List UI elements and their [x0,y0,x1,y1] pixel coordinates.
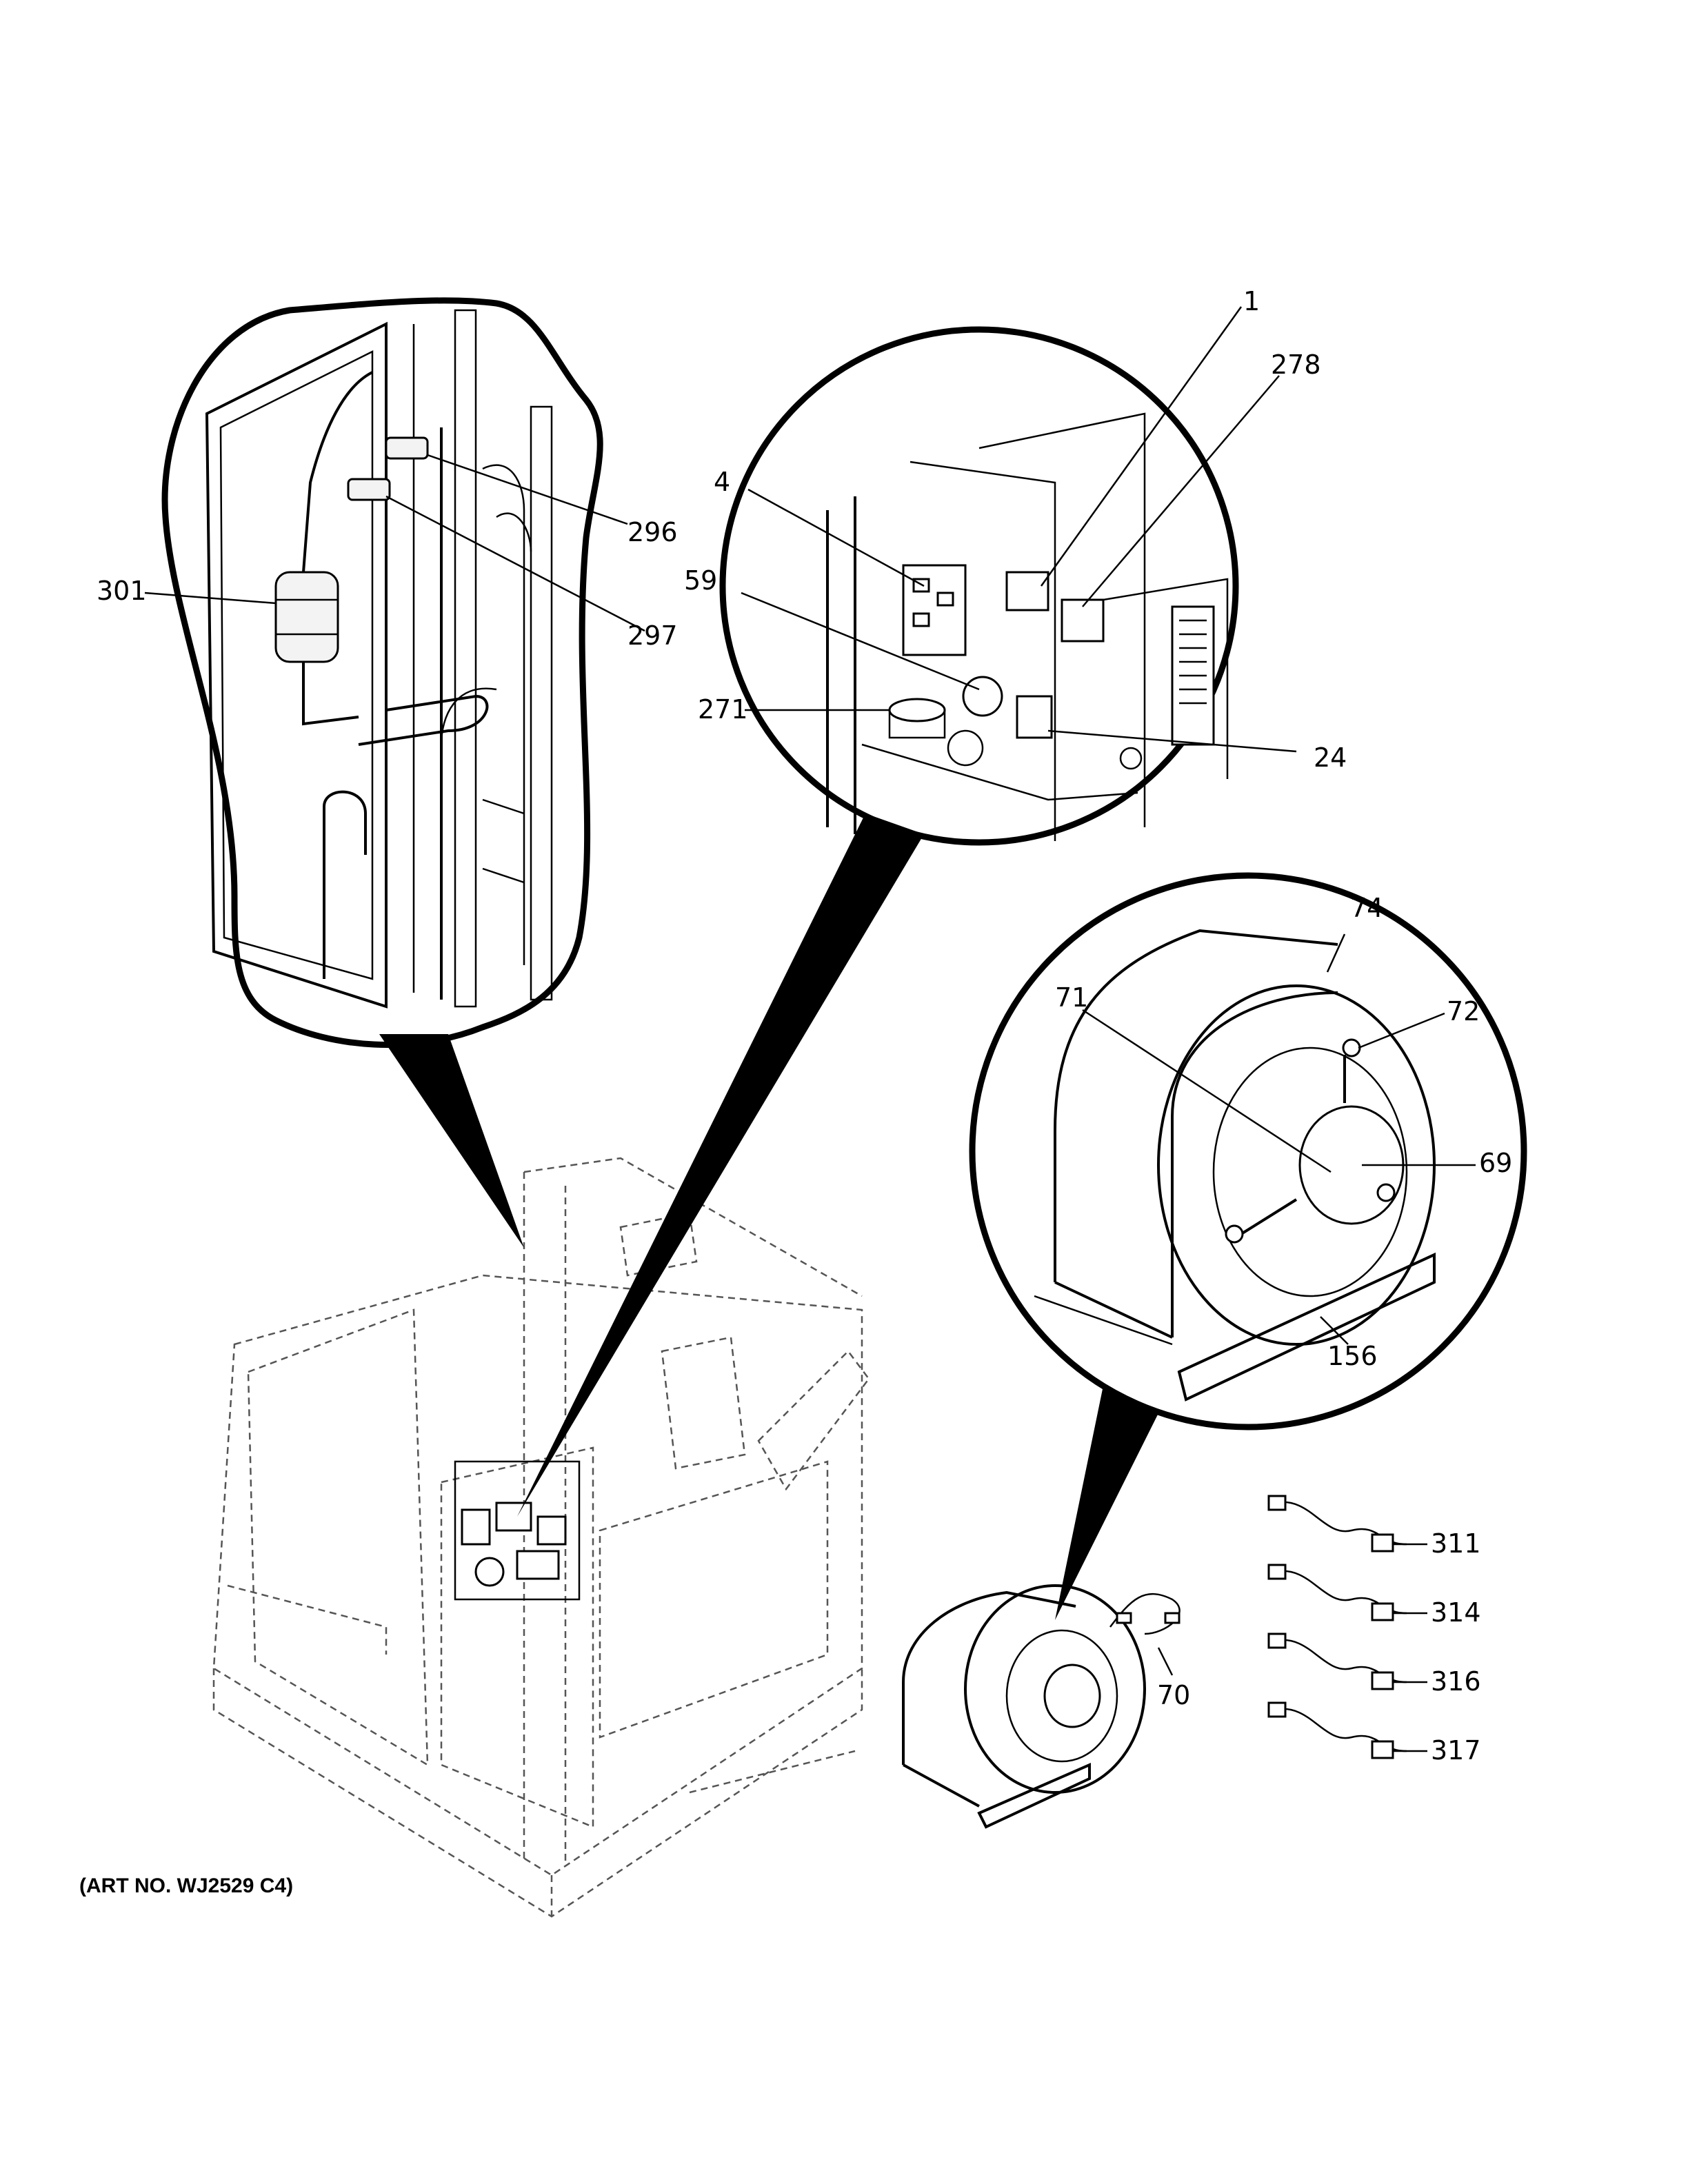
control-box-small [454,1460,581,1601]
wire-harness-set [1267,1495,1407,1759]
callout-24: 24 [1314,742,1347,773]
callout-296: 296 [627,517,678,547]
blower-assembly-small [902,1584,1146,1829]
callout-4: 4 [714,467,730,497]
callout-271: 271 [698,694,748,725]
callout-316: 316 [1431,1666,1481,1697]
harness-316 [1267,1632,1407,1690]
callout-156: 156 [1327,1341,1378,1371]
callout-301: 301 [97,576,147,606]
callout-74: 74 [1350,893,1383,923]
pointer-wedges [379,813,1158,1620]
callout-69: 69 [1479,1148,1512,1178]
harness-314 [1267,1564,1407,1621]
callout-72: 72 [1447,996,1480,1027]
callout-70: 70 [1157,1680,1190,1710]
callout-1: 1 [1243,286,1260,316]
blower-detail-view [969,872,1527,1430]
callout-71: 71 [1055,982,1088,1013]
callout-labels: 1 278 4 296 59 301 297 271 24 74 71 72 6… [79,286,1512,1897]
callout-311: 311 [1431,1528,1481,1559]
callout-59: 59 [684,565,717,596]
harness-317 [1267,1701,1407,1759]
filter-detail-view [161,297,603,1048]
art-number-label: (ART NO. WJ2529 C4) [79,1874,293,1897]
wire-harness-70 [1109,1593,1180,1635]
harness-311 [1267,1495,1407,1553]
control-box-detail-view [719,326,1239,846]
callout-278: 278 [1271,350,1321,380]
callout-297: 297 [627,620,678,651]
callout-317: 317 [1431,1735,1481,1766]
leader-lines [144,306,1476,1752]
callout-314: 314 [1431,1597,1481,1628]
